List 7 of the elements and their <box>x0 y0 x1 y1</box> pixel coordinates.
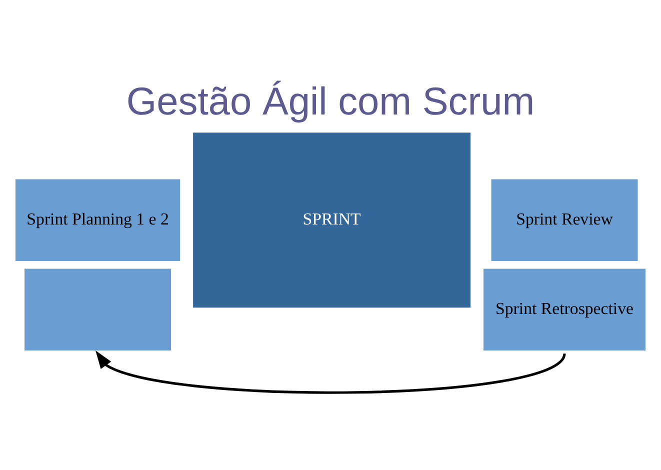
node-box: Sprint Planning 1 e 2 <box>12 176 183 264</box>
node-box <box>22 266 174 353</box>
node-box: Sprint Retrospective <box>480 266 648 353</box>
diagram-title: Gestão Ágil com Scrum <box>126 80 535 123</box>
arrow <box>96 350 566 394</box>
node-box: SPRINT <box>190 130 474 310</box>
node-box: Sprint Review <box>488 176 640 264</box>
